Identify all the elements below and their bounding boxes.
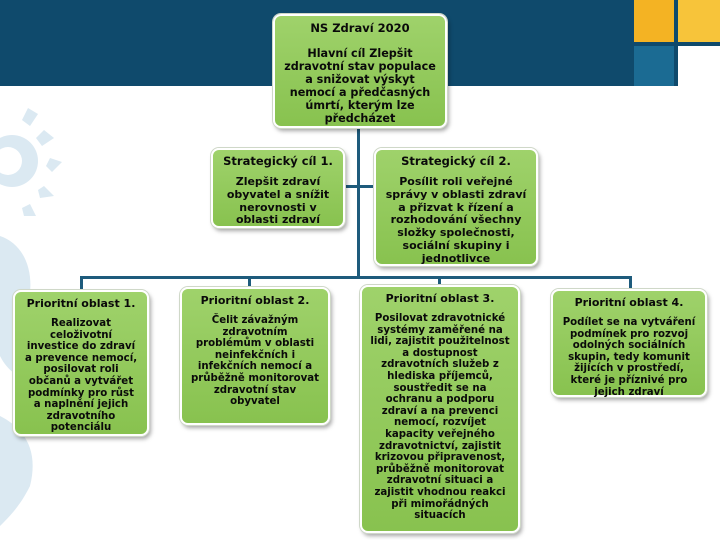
decor-square-gold [634,0,674,42]
connector-priority4-drop [629,276,632,290]
main-goal-text: Hlavní cíl Zlepšit zdravotní stav popula… [284,47,436,125]
priority-area-3-box: Prioritní oblast 3. Posilovat zdravotnic… [360,285,520,533]
connector-priority-bus [80,276,632,279]
priority-area-1-text: Realizovat celoživotní investice do zdra… [24,318,138,434]
connector-main-vertical [357,126,360,278]
connector-priority1-drop [80,276,83,292]
priority-area-2-box: Prioritní oblast 2. Čelit závažným zdrav… [180,287,330,425]
decor-square-gold-light [678,0,720,42]
connector-strat1-horizontal [344,185,358,188]
strategic-goal-1-box: Strategický cíl 1. Zlepšit zdraví obyvat… [211,148,345,228]
strategic-goal-2-box: Strategický cíl 2. Posílit roli veřejné … [374,148,538,266]
strategic-goal-2-title: Strategický cíl 2. [401,154,511,168]
priority-area-4-text: Podílet se na vytváření podmínek pro roz… [562,317,696,398]
strategic-goal-1-text: Zlepšit zdraví obyvatel a snížit nerovno… [226,175,330,227]
priority-area-2-text: Čelit závažným zdravotním problémům v ob… [190,315,320,408]
strategic-goal-2-text: Posílit roli veřejné správy v oblasti zd… [385,175,527,265]
connector-priority2-drop [248,276,251,288]
main-goal-title: NS Zdraví 2020 [310,21,410,35]
decor-square-blue [634,46,674,86]
priority-area-3-title: Prioritní oblast 3. [385,292,495,305]
strategic-goal-1-title: Strategický cíl 1. [223,154,333,168]
priority-area-4-box: Prioritní oblast 4. Podílet se na vytvář… [551,289,707,398]
connector-strat2-horizontal [359,185,375,188]
priority-area-3-text: Posilovat zdravotnické systémy zaměřené … [370,313,510,522]
priority-area-2-title: Prioritní oblast 2. [200,294,310,307]
priority-area-4-title: Prioritní oblast 4. [574,296,684,309]
connector-priority3-drop [438,276,441,286]
decor-square-white [678,46,720,86]
priority-area-1-box: Prioritní oblast 1. Realizovat celoživot… [13,290,149,436]
priority-area-1-title: Prioritní oblast 1. [26,297,136,310]
main-goal-box: NS Zdraví 2020 Hlavní cíl Zlepšit zdravo… [273,14,447,128]
